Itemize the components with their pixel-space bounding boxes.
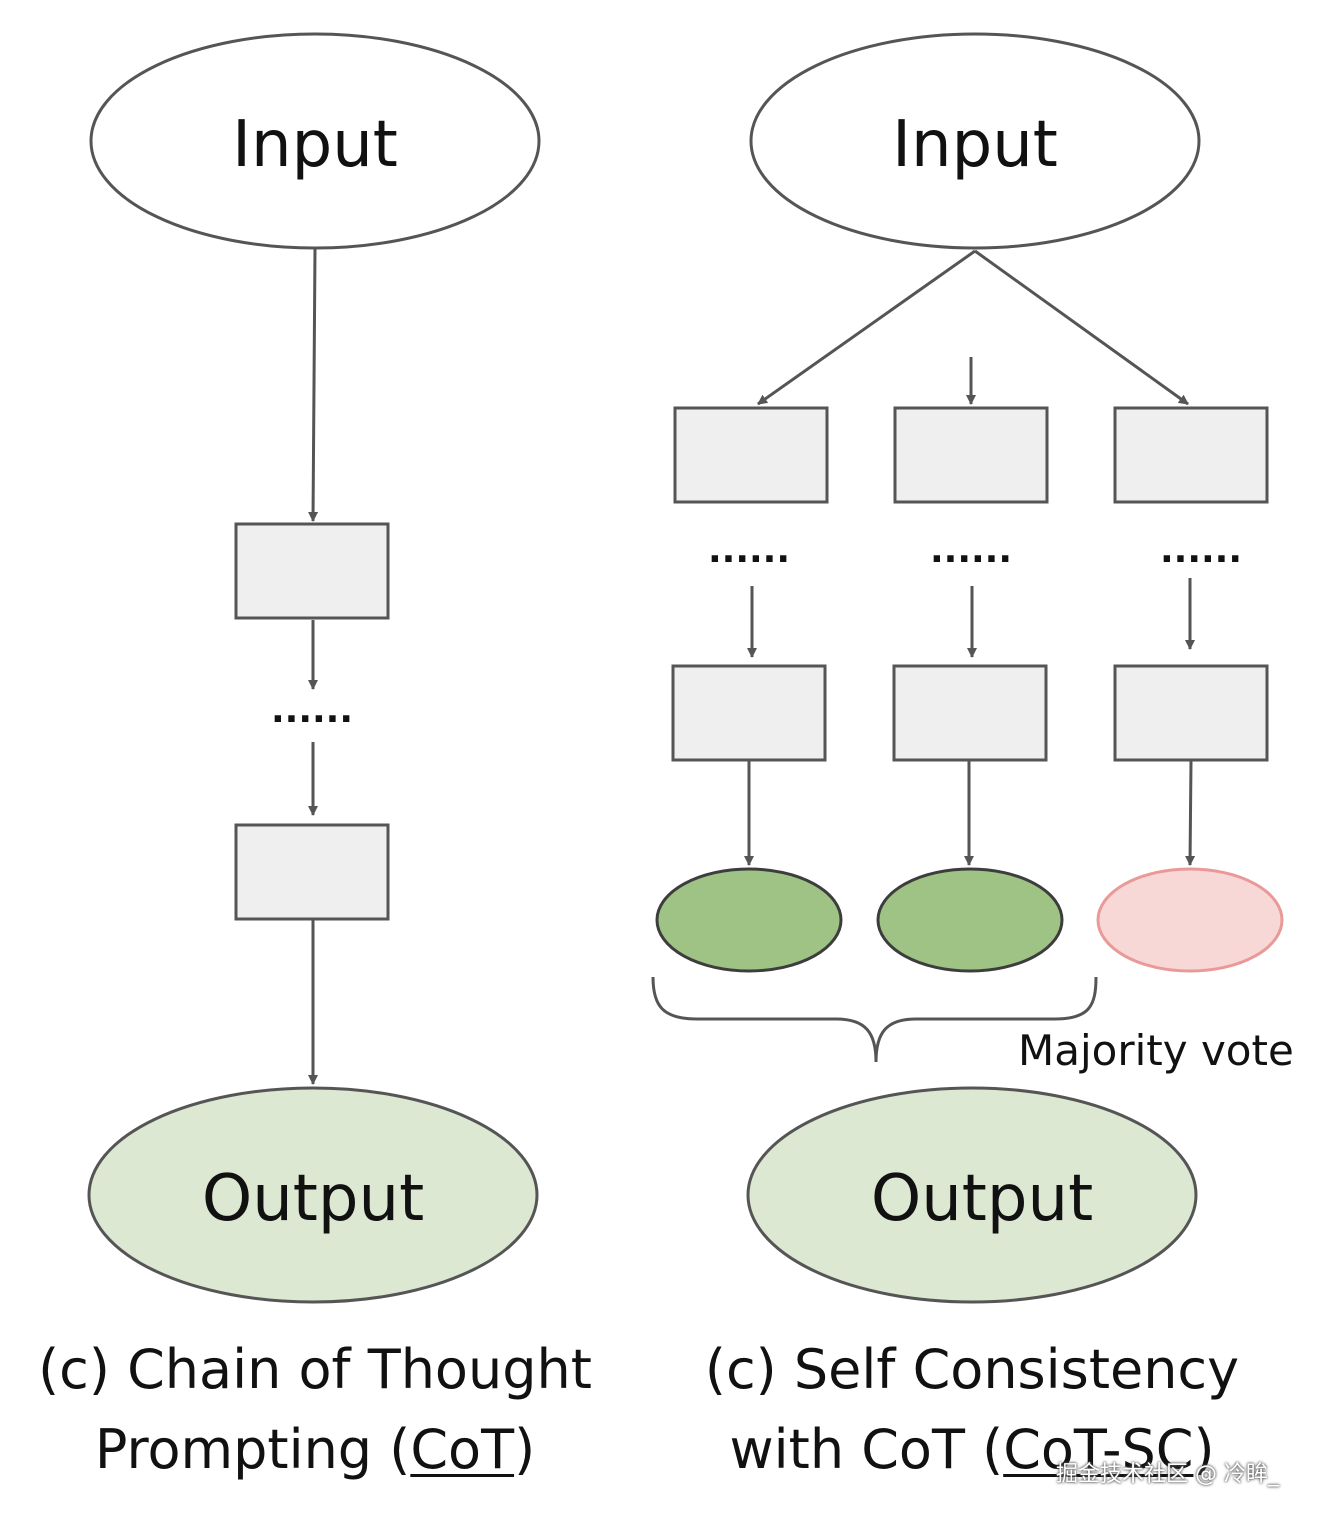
cot-caption-line2-suffix: ) bbox=[514, 1418, 536, 1481]
cotsc-answer-1-correct bbox=[655, 867, 843, 973]
cotsc-path3-ellipsis: ...... bbox=[1160, 530, 1242, 571]
cotsc-path2-thought-box-2 bbox=[892, 664, 1048, 762]
cot-output-node bbox=[87, 1086, 539, 1304]
cotsc-arrow-input-to-path1 bbox=[757, 249, 976, 406]
cotsc-output-label: Output bbox=[871, 1162, 1093, 1236]
cot-caption-link[interactable]: CoT bbox=[410, 1418, 515, 1481]
cotsc-path2-ellipsis: ...... bbox=[930, 530, 1012, 571]
cot-caption-line2: Prompting (CoT) bbox=[10, 1410, 620, 1490]
cotsc-path3-thought-box-1 bbox=[1113, 406, 1269, 504]
cot-thought-box-2 bbox=[234, 823, 390, 921]
cot-caption-line1: (c) Chain of Thought bbox=[38, 1338, 592, 1401]
cotsc-diagram: Input ...... ...... ...... Output bbox=[651, 32, 1284, 1304]
cotsc-path1-ellipsis: ...... bbox=[708, 530, 790, 571]
cot-input-node bbox=[89, 32, 541, 250]
cot-caption: (c) Chain of Thought Prompting (CoT) bbox=[10, 1330, 620, 1490]
cot-ellipsis: ...... bbox=[271, 690, 353, 731]
watermark: 掘金技术社区 @ 冷眸_ bbox=[1056, 1462, 1279, 1487]
cotsc-path2-thought-box-1 bbox=[893, 406, 1049, 504]
cotsc-answer-2-correct bbox=[876, 867, 1064, 973]
cotsc-output-node bbox=[746, 1086, 1198, 1304]
cotsc-arrow-input-to-path3 bbox=[974, 249, 1189, 406]
cotsc-caption-line2-suffix: ) bbox=[1193, 1418, 1215, 1481]
cot-input-label: Input bbox=[232, 108, 398, 182]
cotsc-caption-line2: with CoT (CoT-SC) bbox=[672, 1410, 1272, 1490]
cotsc-answer-3-wrong bbox=[1096, 867, 1284, 973]
majority-vote-label: Majority vote bbox=[1018, 1026, 1294, 1075]
cotsc-path1-thought-box-1 bbox=[673, 406, 829, 504]
cotsc-caption-link[interactable]: CoT-SC bbox=[1003, 1418, 1194, 1481]
cotsc-caption: (c) Self Consistency with CoT (CoT-SC) bbox=[672, 1330, 1272, 1490]
cotsc-path3-arrow-to-answer bbox=[1185, 760, 1196, 866]
cot-thought-box-1 bbox=[234, 522, 390, 620]
cotsc-input-node bbox=[749, 32, 1201, 250]
cot-diagram: Input ...... Output bbox=[87, 32, 541, 1304]
cotsc-path1-thought-box-2 bbox=[671, 664, 827, 762]
cotsc-input-label: Input bbox=[892, 108, 1058, 182]
cotsc-caption-line2-prefix: with CoT ( bbox=[729, 1418, 1004, 1481]
cotsc-majority-brace bbox=[651, 976, 1098, 1063]
cotsc-path3-thought-box-2 bbox=[1113, 664, 1269, 762]
cot-caption-line2-prefix: Prompting ( bbox=[94, 1418, 411, 1481]
cotsc-caption-line1: (c) Self Consistency bbox=[704, 1338, 1240, 1401]
cot-output-label: Output bbox=[202, 1162, 424, 1236]
cot-arrow-input-to-thought1 bbox=[308, 248, 319, 522]
